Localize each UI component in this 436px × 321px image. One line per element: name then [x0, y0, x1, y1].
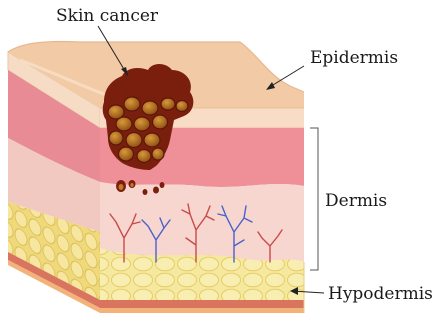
label-dermis: Dermis: [310, 128, 387, 270]
epidermis-label: Epidermis: [310, 48, 398, 68]
hypodermis-label: Hypodermis: [328, 284, 433, 304]
dermis-label: Dermis: [325, 191, 387, 211]
dermis-bracket: [310, 128, 318, 270]
label-hypodermis: Hypodermis: [290, 284, 433, 304]
skin-cancer-label: Skin cancer: [56, 6, 159, 26]
